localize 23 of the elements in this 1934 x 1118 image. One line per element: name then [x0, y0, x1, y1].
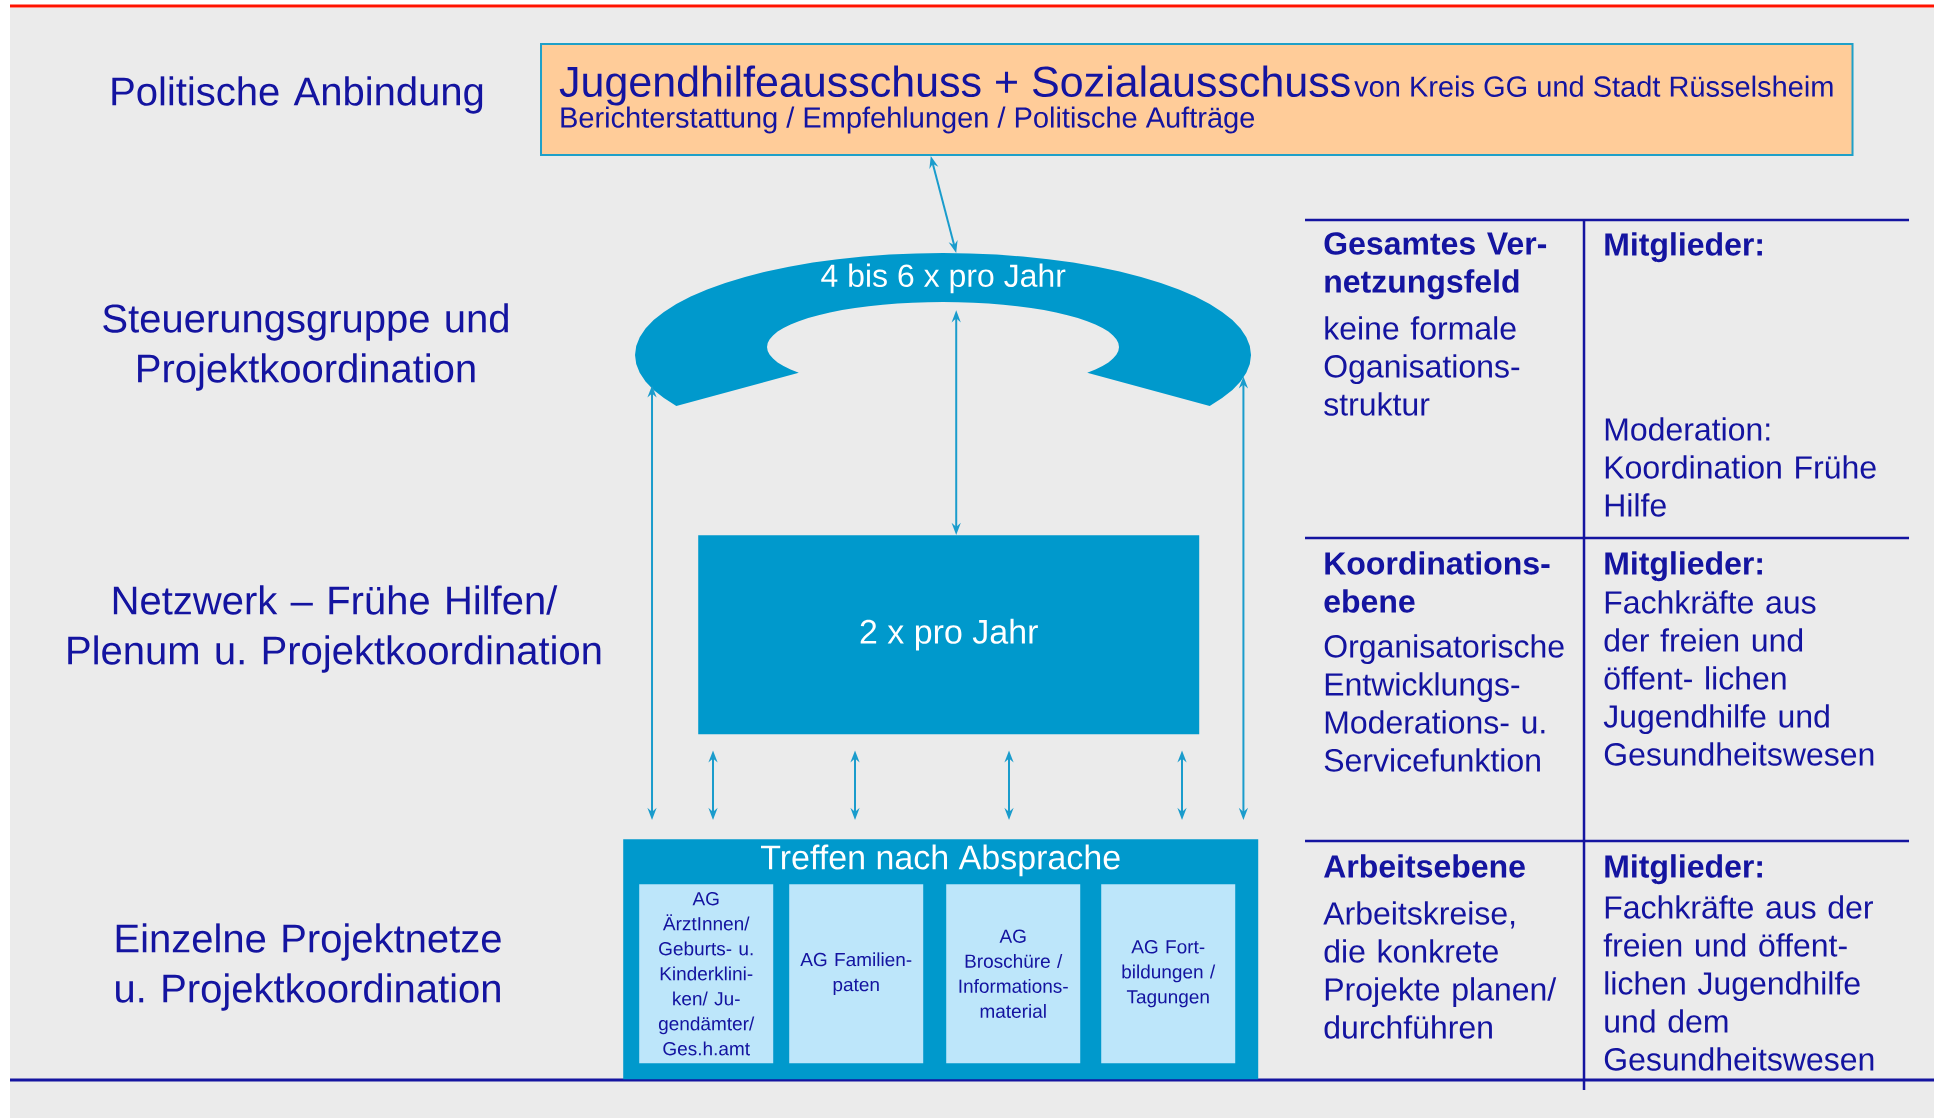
working-group-box: AG Familien- paten [789, 884, 924, 1064]
table-heading: Mitglieder: [1605, 854, 1762, 885]
table-heading: Gesamtes Ver- netzungsfeld [1324, 232, 1547, 300]
working-group-box: AG Broschüre / Informations- material [946, 884, 1081, 1064]
level-label: Netzwerk – Frühe Hilfen/ Plenum u. Projektkoordination [68, 585, 601, 673]
table-text: Fachkräfte aus der freien und öffent- lichen Jugendhilfe und dem Gesundheitswesen [1603, 895, 1874, 1071]
table-heading: Mitglieder: [1605, 551, 1762, 582]
table-heading: Koordinations- ebene [1324, 551, 1550, 613]
working-group-box: AG ÄrztInnen/ Geburts- u. Kinderklini- ken/ Ju- gendämter/ Ges.h.amt [639, 884, 774, 1064]
level-label: Politische Anbindung [112, 76, 483, 114]
table-heading: Mitglieder: [1605, 232, 1762, 263]
table-heading: Arbeitsebene [1324, 854, 1525, 878]
table-text: Organisatorische Entwicklungs- Moderations- u. Servicefunktion [1324, 634, 1564, 772]
table-text: Moderation: Koordination Frühe Hilfe [1605, 417, 1876, 517]
ring-band: 4 bis 6 x pro Jahr [635, 253, 1251, 406]
level-label: Einzelne Projektnetze u. Projektkoordination [116, 923, 501, 1011]
table-text: Arbeitskreise, die konkrete Projekte planen/ durchführen [1323, 901, 1557, 1039]
committee-box: Jugendhilfeausschuss + Sozialausschussvon Kreis GG und Stadt Rüsselsheim Berichterstattung / Empfehlungen / Politische Aufträge [540, 43, 1854, 156]
level-label: Steuerungsgruppe und Projektkoordination [103, 303, 508, 391]
working-group-box: AG Fort- bildungen / Tagungen [1101, 884, 1236, 1064]
table-text: keine formale Oganisations- struktur [1324, 316, 1520, 416]
table-text: Fachkräfte aus der freien und öffent- lichen Jugendhilfe und Gesundheitswesen [1603, 590, 1874, 766]
process-box: 2 x pro Jahr [698, 535, 1200, 735]
